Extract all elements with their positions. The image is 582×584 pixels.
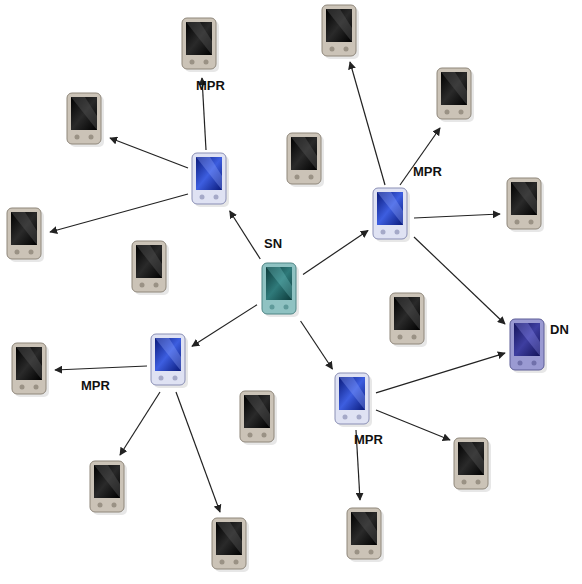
broadcast-arrow	[50, 62, 500, 512]
device-icon	[333, 372, 373, 428]
node-label: DN	[550, 322, 569, 337]
relay-arrow	[376, 353, 505, 393]
relay-arrow	[301, 321, 333, 369]
network-device: MPR	[190, 152, 230, 208]
plain-device	[7, 5, 544, 572]
network-device: MPR	[149, 333, 189, 389]
relay-arrow	[303, 231, 368, 275]
device-icon	[371, 187, 411, 243]
network-device: DN	[508, 318, 548, 374]
node-label: MPR	[413, 164, 442, 179]
device-icon	[149, 333, 189, 389]
device-icon	[190, 152, 230, 208]
network-device: MPR	[371, 187, 411, 243]
relay-arrow	[414, 237, 505, 324]
node-label: SN	[264, 236, 282, 251]
network-device: SN	[260, 262, 300, 318]
relay-arrow	[192, 305, 257, 347]
device-icon	[508, 318, 548, 374]
node-label: MPR	[354, 432, 383, 447]
node-label: MPR	[81, 378, 110, 393]
node-label: MPR	[196, 78, 225, 93]
relay-arrow	[230, 211, 261, 259]
device-icon	[260, 262, 300, 318]
network-device: MPR	[333, 372, 373, 428]
